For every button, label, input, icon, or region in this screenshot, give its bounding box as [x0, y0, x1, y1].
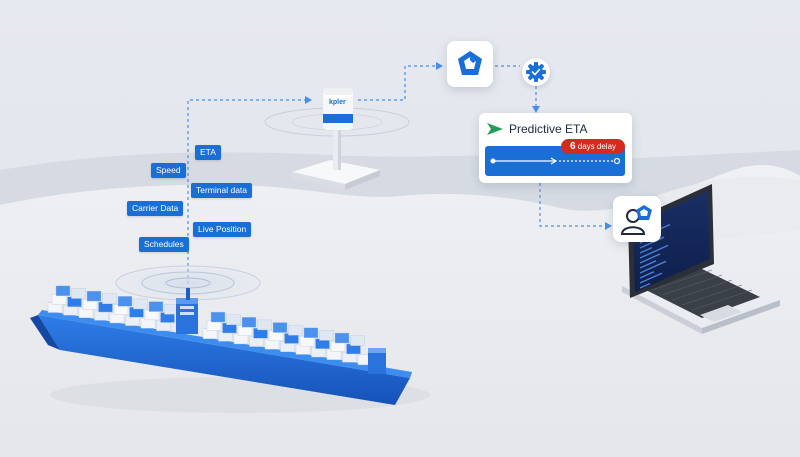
label-schedules: Schedules [139, 237, 189, 252]
code-line [639, 244, 669, 259]
ship-container [86, 290, 102, 302]
ship-container [226, 314, 241, 325]
ship-container [334, 332, 350, 344]
code-line [639, 253, 661, 264]
ship-container [55, 285, 71, 297]
ship-container [303, 327, 319, 338]
delay-badge: 6 days delay [561, 139, 625, 154]
label-speed: Speed [151, 163, 186, 178]
code-line [639, 236, 665, 249]
code-line [639, 271, 655, 279]
predictive-eta-title: Predictive ETA [509, 122, 588, 136]
pentagon-logo-icon [458, 51, 482, 75]
connector-lines [187, 65, 605, 290]
ship-container [133, 298, 148, 310]
user-icon [620, 205, 652, 235]
delay-text: days delay [577, 142, 617, 151]
ship-container [210, 311, 226, 323]
delay-number: 6 [569, 141, 576, 152]
ship-container [71, 288, 86, 299]
user-card [613, 196, 661, 242]
code-line [639, 282, 651, 289]
ship-container [350, 335, 365, 346]
label-live-position: Live Position [193, 222, 252, 237]
code-line [639, 260, 657, 269]
code-line [639, 272, 663, 284]
ship-container [102, 293, 117, 304]
ship-container [272, 322, 288, 333]
send-arrow-icon [487, 123, 503, 135]
gear-check-badge [522, 58, 550, 86]
code-line [639, 260, 667, 274]
container-ship [30, 285, 430, 413]
label-eta: ETA [195, 145, 221, 160]
antenna: kpler [264, 88, 410, 190]
logo-card [447, 41, 493, 87]
connector-arrowheads [305, 62, 612, 230]
ship-container [288, 324, 303, 336]
ship-container [117, 296, 133, 307]
label-carrier-data: Carrier Data [127, 201, 184, 216]
predictive-eta-card: Predictive ETA 6 days delay [479, 113, 632, 183]
ship-container [148, 301, 164, 312]
gear-check-icon [526, 62, 546, 82]
label-terminal-data: Terminal data [191, 183, 253, 198]
containers [47, 285, 373, 366]
ship-container [319, 330, 334, 341]
ship-container [257, 319, 272, 331]
ship-container [241, 317, 257, 328]
code-line [639, 246, 653, 254]
antenna-brand: kpler [329, 99, 346, 106]
